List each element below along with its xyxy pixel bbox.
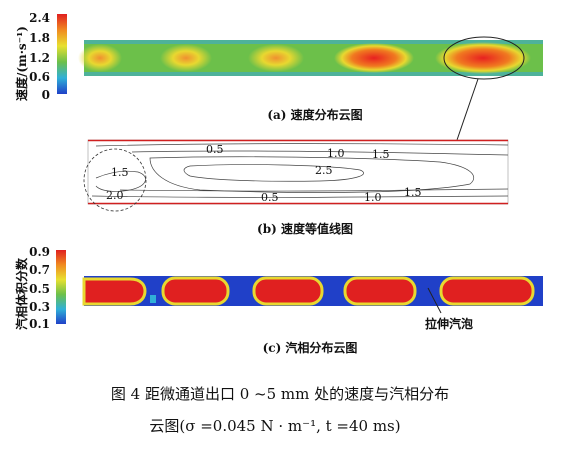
isoline-1.0-bottom [119,188,509,192]
isoline-2.5 [183,164,364,182]
velocity-spot-3 [248,44,304,72]
velocity-spot-5 [435,42,531,74]
contour-label-5: 2.0 [106,189,124,202]
colorbar-c-tick-3: 0.3 [29,300,50,314]
channel-b [87,139,509,205]
contour-label-1: 1.0 [327,147,345,160]
zoom-connector [456,78,479,141]
contour-label-6: 0.5 [261,191,279,204]
contour-label-7: 1.0 [364,191,382,204]
vapor-bubble-1 [82,277,147,306]
vapor-bubble-2 [161,276,230,306]
vapor-bubbles [82,276,535,306]
colorbar-a-tick-3: 0.6 [29,70,50,84]
isoline-1.0-top [131,150,509,156]
colorbar-c-gradient [56,250,66,324]
contour-label-3: 2.5 [315,164,333,177]
isoline-0.5-top [95,143,509,147]
vapor-bubble-3 [252,276,324,306]
colorbar-c-tick-2: 0.5 [29,282,50,296]
colorbar-c-title: 汽相体积分数 [14,257,29,330]
contour-label-2: 1.5 [372,148,390,161]
colorbar-a-title: 速度/(m·s⁻¹) [14,26,29,101]
caption-b: (b) 速度等值线图 [257,221,353,236]
colorbar-c: 0.9 0.7 0.5 0.3 0.1 汽相体积分数 [14,245,66,331]
colorbar-a-tick-4: 0 [42,88,50,102]
colorbar-c-tick-4: 0.1 [29,317,50,331]
velocity-contour-plot [78,36,543,80]
isolines [91,143,509,198]
contour-label-0: 0.5 [206,143,224,156]
zoom-ellipse-a [443,36,525,80]
colorbar-a: 2.4 1.8 1.2 0.6 0 速度/(m·s⁻¹) [14,11,67,102]
vapor-bubble-4 [343,276,417,306]
colorbar-c-tick-1: 0.7 [29,263,50,277]
isoline-1.5-left [95,170,146,192]
colorbar-a-gradient [57,14,67,94]
caption-c: (c) 汽相分布云图 [263,340,358,355]
isoline-1.5 [149,156,475,193]
colorbar-a-tick-2: 1.2 [29,51,50,65]
isoline-0.5-bottom [91,195,509,198]
colorbar-a-tick-1: 1.8 [29,31,50,45]
figure-caption-line1: 图 4 距微通道出口 0 ~5 mm 处的速度与汽相分布 [111,385,449,403]
vapor-phase-plot [82,276,543,314]
velocity-spot-1 [78,44,122,72]
vapor-bubble-5 [439,276,535,306]
contour-label-8: 1.5 [404,186,422,199]
stretched-bubble-label: 拉伸汽泡 [425,316,473,331]
annotation-pointer [427,287,442,314]
contour-label-4: 1.5 [111,166,129,179]
velocity-spot-4 [334,43,414,73]
figure-caption-line2: 云图(σ =0.045 N · m⁻¹, t =40 ms) [149,417,400,435]
dashed-circle-b [83,148,147,212]
velocity-isoline-plot: 0.5 1.0 1.5 2.5 1.5 2.0 0.5 1.0 1.5 [83,139,509,212]
velocity-spot-2 [160,44,212,72]
colorbar-c-tick-0: 0.9 [29,245,50,259]
colorbar-a-tick-0: 2.4 [29,11,50,25]
caption-a: (a) 速度分布云图 [267,107,362,122]
